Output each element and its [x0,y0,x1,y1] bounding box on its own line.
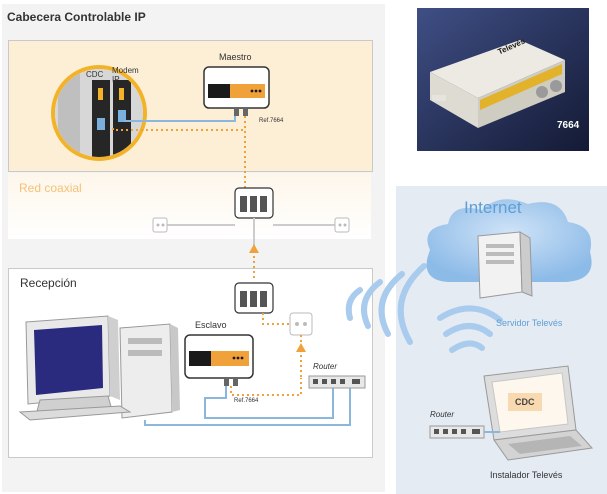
laptop-icon [483,365,593,461]
rack-detail [55,69,143,157]
router-internet-label: Router [430,410,455,419]
internet-label: Internet [464,198,522,217]
wireless-signal-icon [345,263,503,353]
device-photo-icon [430,40,565,128]
reception-label: Recepción [20,276,77,290]
product-model-label: 7664 [557,120,580,131]
coax-section [8,173,371,239]
splitter-bottom [234,282,274,314]
server-icon [477,231,533,299]
router-internet-icon [429,425,485,439]
wall-outlet-right [334,217,350,233]
maestro-device [203,66,270,116]
page-title: Cabecera Controlable IP [7,10,146,24]
esclavo-label: Esclavo [195,320,227,330]
wall-outlet-reception [289,312,313,336]
desktop-pc-icon [18,315,180,421]
maestro-label: Maestro [219,52,252,62]
splitter-top [234,187,274,219]
wall-outlet-left [152,217,168,233]
esclavo-device [184,334,254,386]
modem-label: Modem IP [112,66,139,84]
coax-label: Red coaxial [19,181,82,195]
laptop-screen-label: CDC [515,397,535,407]
installer-label: Instalador Televés [490,470,563,480]
product-photo [417,8,589,151]
cdc-label: CDC [86,70,104,79]
ref-top-label: Ref.7664 [259,118,284,124]
router-reception-label: Router [313,362,338,371]
ref-bottom-label: Ref.7664 [234,398,259,404]
server-label: Servidor Televés [496,318,563,328]
router-reception-icon [308,375,366,389]
